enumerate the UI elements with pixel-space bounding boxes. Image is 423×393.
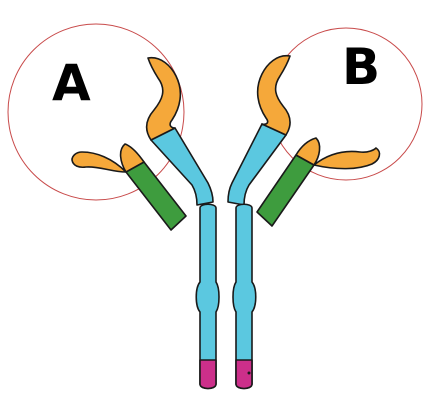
label-a: A (52, 54, 91, 112)
fc-stem (196, 204, 256, 388)
left-light-chain-constant (126, 162, 186, 230)
left-heavy-chain-variable (147, 58, 181, 140)
terminal-marker-dot (248, 372, 251, 375)
left-arm (72, 58, 213, 230)
right-light-chain-constant (257, 155, 314, 226)
right-heavy-chain-variable (258, 56, 290, 135)
left-terminal-end (200, 360, 216, 389)
left-light-chain-variable (72, 144, 144, 172)
label-b: B (342, 38, 380, 96)
